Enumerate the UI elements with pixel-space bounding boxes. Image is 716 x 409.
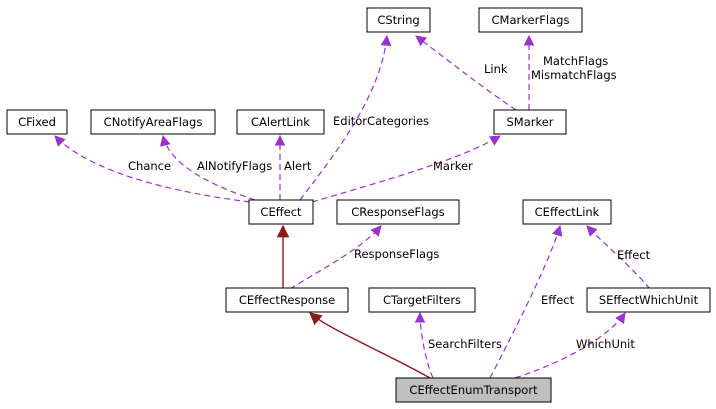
label-effect-which: Effect <box>617 248 651 262</box>
edge-marker <box>311 135 501 203</box>
label-effect-link: Effect <box>541 293 575 307</box>
edge-inherit-ceffectenumtransport <box>309 312 431 379</box>
node-label: CEffectEnumTransport <box>409 383 538 397</box>
node-cfixed[interactable]: CFixed <box>6 109 68 135</box>
node-seffectwhichunit[interactable]: SEffectWhichUnit <box>586 287 711 313</box>
node-label: SMarker <box>506 115 553 129</box>
edge-search-filters <box>414 311 434 379</box>
node-label: CEffectLink <box>535 205 600 219</box>
edge-link <box>415 35 517 111</box>
node-label: SEffectWhichUnit <box>599 293 699 307</box>
node-cmarkerflags[interactable]: CMarkerFlags <box>478 7 583 33</box>
edge-effect-which <box>586 225 651 290</box>
node-label: CAlertLink <box>251 115 310 129</box>
node-ceffectenumtransport[interactable]: CEffectEnumTransport <box>395 377 552 403</box>
node-ceffectlink[interactable]: CEffectLink <box>522 199 612 225</box>
node-label: CEffectResponse <box>239 293 335 307</box>
node-cresponseflags[interactable]: CResponseFlags <box>336 199 460 225</box>
node-calertlink[interactable]: CAlertLink <box>236 109 325 135</box>
edge-al-notify-flags <box>160 134 256 201</box>
node-cstring[interactable]: CString <box>366 7 431 33</box>
node-smarker[interactable]: SMarker <box>493 109 567 135</box>
label-al-notify-flags: AlNotifyFlags <box>197 159 272 173</box>
label-which-unit: WhichUnit <box>576 337 635 351</box>
label-search-filters: SearchFilters <box>428 337 502 351</box>
label-marker: Marker <box>433 159 473 173</box>
node-label: CEffect <box>260 205 302 219</box>
label-mismatch-flags: MismatchFlags <box>531 68 617 82</box>
node-label: CString <box>377 13 419 27</box>
node-ctargetfilters[interactable]: CTargetFilters <box>368 287 476 313</box>
node-label: CNotifyAreaFlags <box>104 115 203 129</box>
node-ceffectresponse[interactable]: CEffectResponse <box>225 287 349 313</box>
edge-editor-categories <box>299 34 392 201</box>
edge-effect-link <box>489 224 563 379</box>
label-alert: Alert <box>284 159 312 173</box>
label-chance: Chance <box>128 159 171 173</box>
node-label: CMarkerFlags <box>492 13 570 27</box>
label-editor-categories: EditorCategories <box>333 114 429 128</box>
node-label: CResponseFlags <box>351 205 444 219</box>
node-cnotifyareaflags[interactable]: CNotifyAreaFlags <box>90 109 216 135</box>
edge-response-flags <box>289 225 382 290</box>
label-match-flags: MatchFlags <box>543 54 608 68</box>
label-response-flags: ResponseFlags <box>354 247 439 261</box>
node-label: CTargetFilters <box>383 293 461 307</box>
node-ceffect[interactable]: CEffect <box>248 199 314 225</box>
node-label: CFixed <box>18 115 56 129</box>
label-link: Link <box>484 62 508 76</box>
